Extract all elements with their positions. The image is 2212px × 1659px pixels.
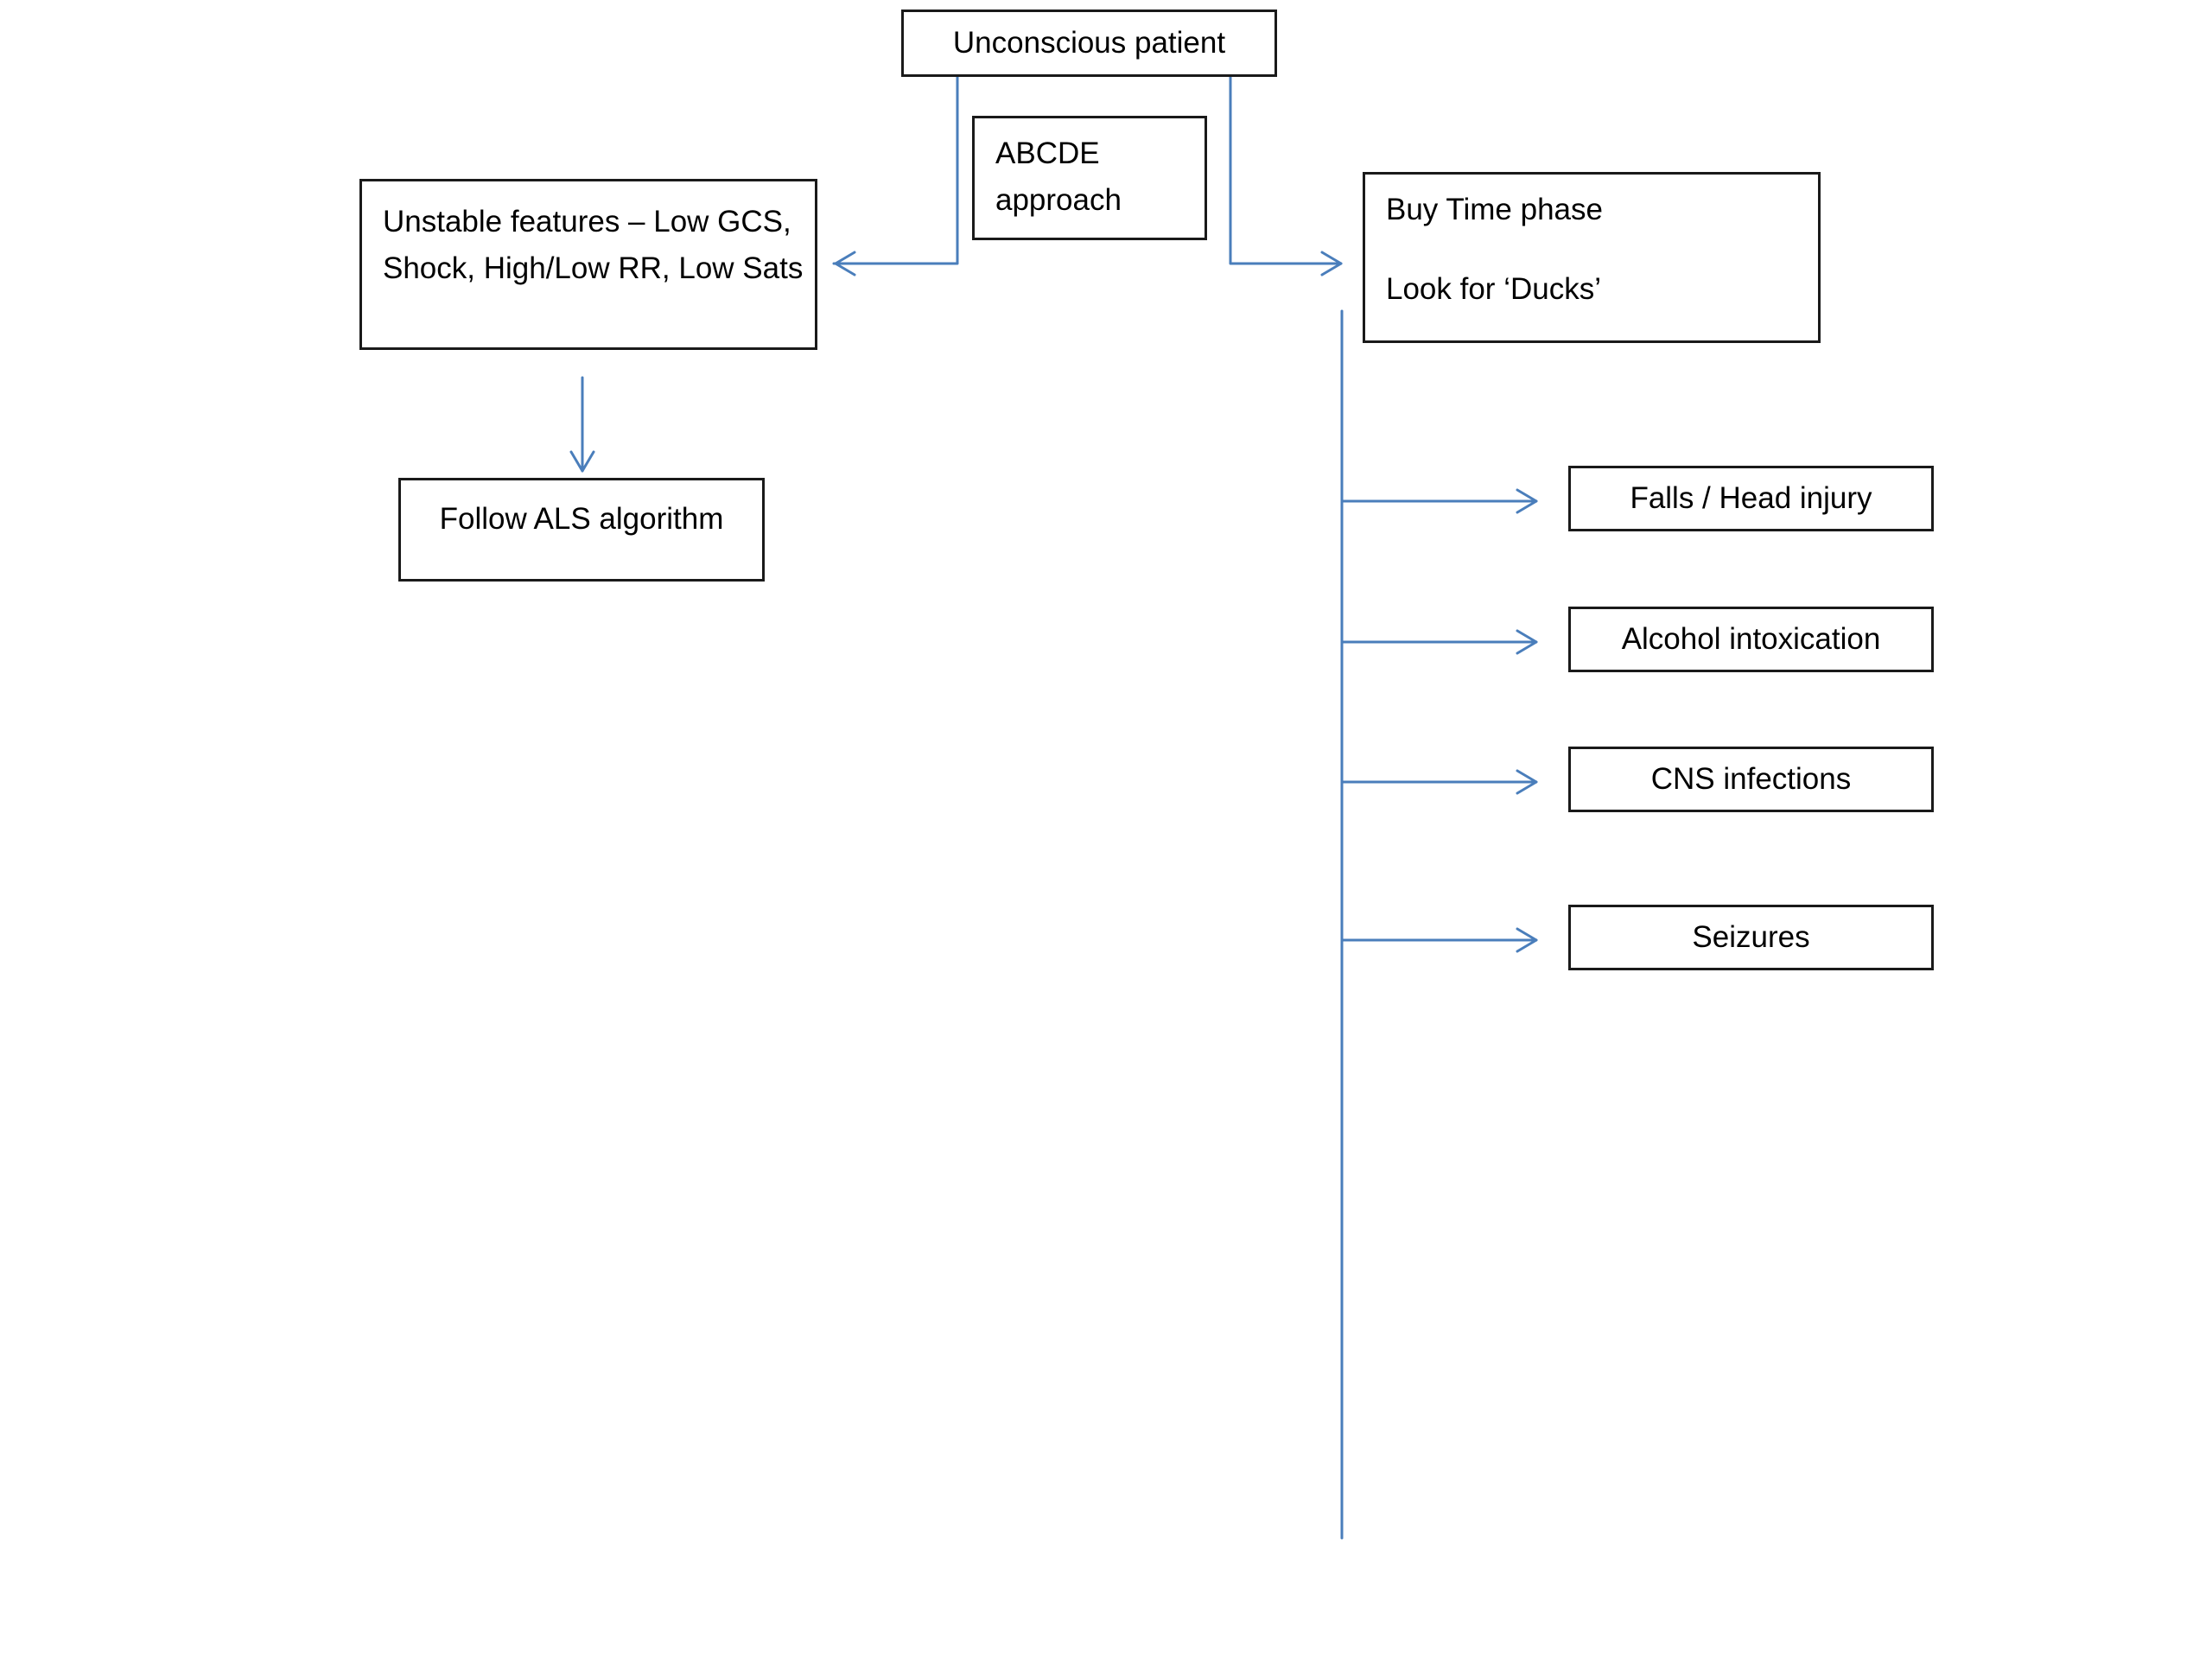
arrowhead-seizures <box>1516 927 1538 953</box>
node-unstable-line-2: Shock, High/Low RR, Low Sats <box>383 251 804 286</box>
node-als-label: Follow ALS algorithm <box>439 502 724 536</box>
arrowhead-falls <box>1516 488 1538 514</box>
node-falls-label: Falls / Head injury <box>1630 480 1872 515</box>
node-cns-label: CNS infections <box>1650 761 1852 796</box>
arrowhead-als <box>569 450 595 473</box>
node-unconscious-patient: Unconscious patient <box>901 10 1277 77</box>
node-alcohol-intoxication: Alcohol intoxication <box>1568 607 1934 672</box>
node-seizures: Seizures <box>1568 905 1934 970</box>
node-buy-time-phase: Buy Time phase Look for ‘Ducks’ <box>1363 172 1821 343</box>
connector-root-to-buytime <box>1229 75 1343 265</box>
node-unconscious-patient-label: Unconscious patient <box>952 25 1226 60</box>
node-abcde-approach: ABCDE approach <box>972 116 1207 240</box>
arrowhead-unstable <box>834 251 856 276</box>
node-seizures-label: Seizures <box>1692 919 1810 954</box>
arrowhead-cns <box>1516 769 1538 795</box>
node-alcohol-label: Alcohol intoxication <box>1621 621 1881 656</box>
node-cns-infections: CNS infections <box>1568 747 1934 812</box>
arrowhead-buytime <box>1320 251 1343 276</box>
node-falls-head-injury: Falls / Head injury <box>1568 466 1934 531</box>
node-buytime-line-1: Buy Time phase <box>1386 193 1603 226</box>
arrowhead-alcohol <box>1516 629 1538 655</box>
node-abcde-line-2: approach <box>995 183 1122 218</box>
node-follow-als-algorithm: Follow ALS algorithm <box>398 478 765 582</box>
connector-root-to-unstable <box>832 75 959 265</box>
node-abcde-line-1: ABCDE <box>995 137 1100 170</box>
node-unstable-line-1: Unstable features – Low GCS, <box>383 205 791 238</box>
node-unstable-features: Unstable features – Low GCS, Shock, High… <box>359 179 817 350</box>
node-buytime-line-2: Look for ‘Ducks’ <box>1386 272 1601 307</box>
